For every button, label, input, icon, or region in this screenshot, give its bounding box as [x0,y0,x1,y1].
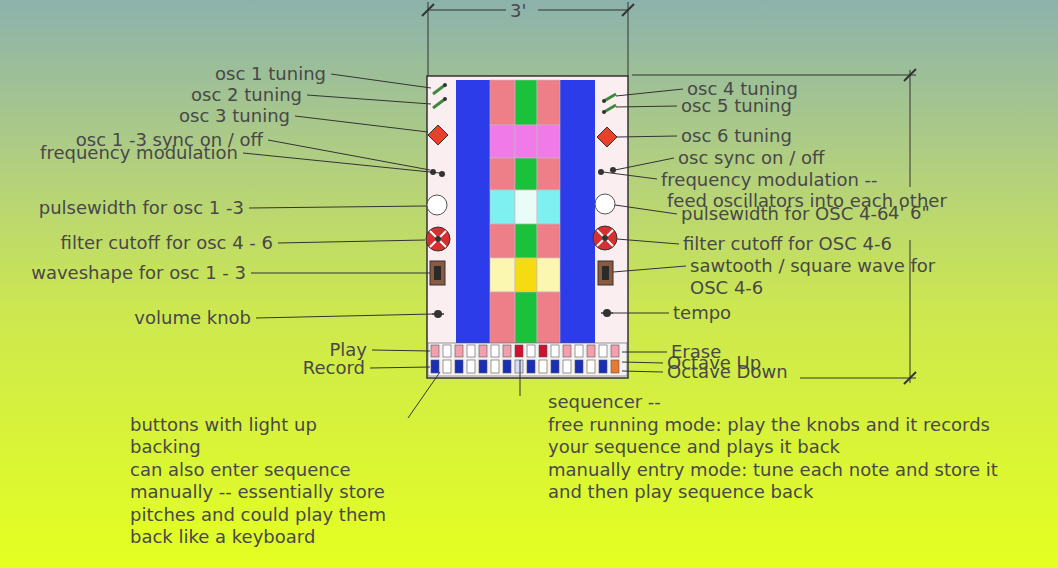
callout-label: pulsewidth for osc 1 -3 [39,198,244,218]
callout-label: Record [303,358,365,378]
callout-label: filter cutoff for osc 4 - 6 [61,233,273,253]
callout-label: volume knob [134,308,251,328]
callout-label: osc 5 tuning [681,96,792,116]
left-controls [426,83,450,318]
blue-strip [456,80,490,343]
blue-strip [560,80,595,343]
callout-label: osc sync on / off [678,148,824,168]
callout-label: frequency modulation [40,143,238,163]
callout-label: filter cutoff for OSC 4-6 [683,234,892,254]
callout-label: manually entry mode: tune each note and … [548,459,1003,504]
callout-label: pulsewidth for OSC 4-6 [681,204,888,224]
callout-label: can also enter sequence manually -- esse… [130,459,396,549]
callout-label: sequencer -- [548,392,661,412]
callout-label: Play [329,340,367,360]
right-controls [593,94,617,317]
callout-label: osc 6 tuning [681,126,792,146]
callout-label: buttons with light up backing [130,414,335,459]
callout-label: sawtooth / square wave for OSC 4-6 [690,255,952,299]
callout-label: osc 1 tuning [215,64,326,84]
callout-label: frequency modulation -- [661,170,878,190]
callout-label: osc 3 tuning [179,106,290,126]
callout-label: tempo [673,303,731,323]
button-strip [428,343,627,376]
callout-label: Octave Down [667,362,788,382]
callout-label: waveshape for osc 1 - 3 [31,263,246,283]
panel-body [427,76,628,378]
callout-label: 3' [510,1,526,21]
leader-lines [243,74,686,418]
callout-label: free running mode: play the knobs and it… [548,414,1003,459]
callout-label: osc 2 tuning [191,85,302,105]
light-grid [490,80,560,343]
